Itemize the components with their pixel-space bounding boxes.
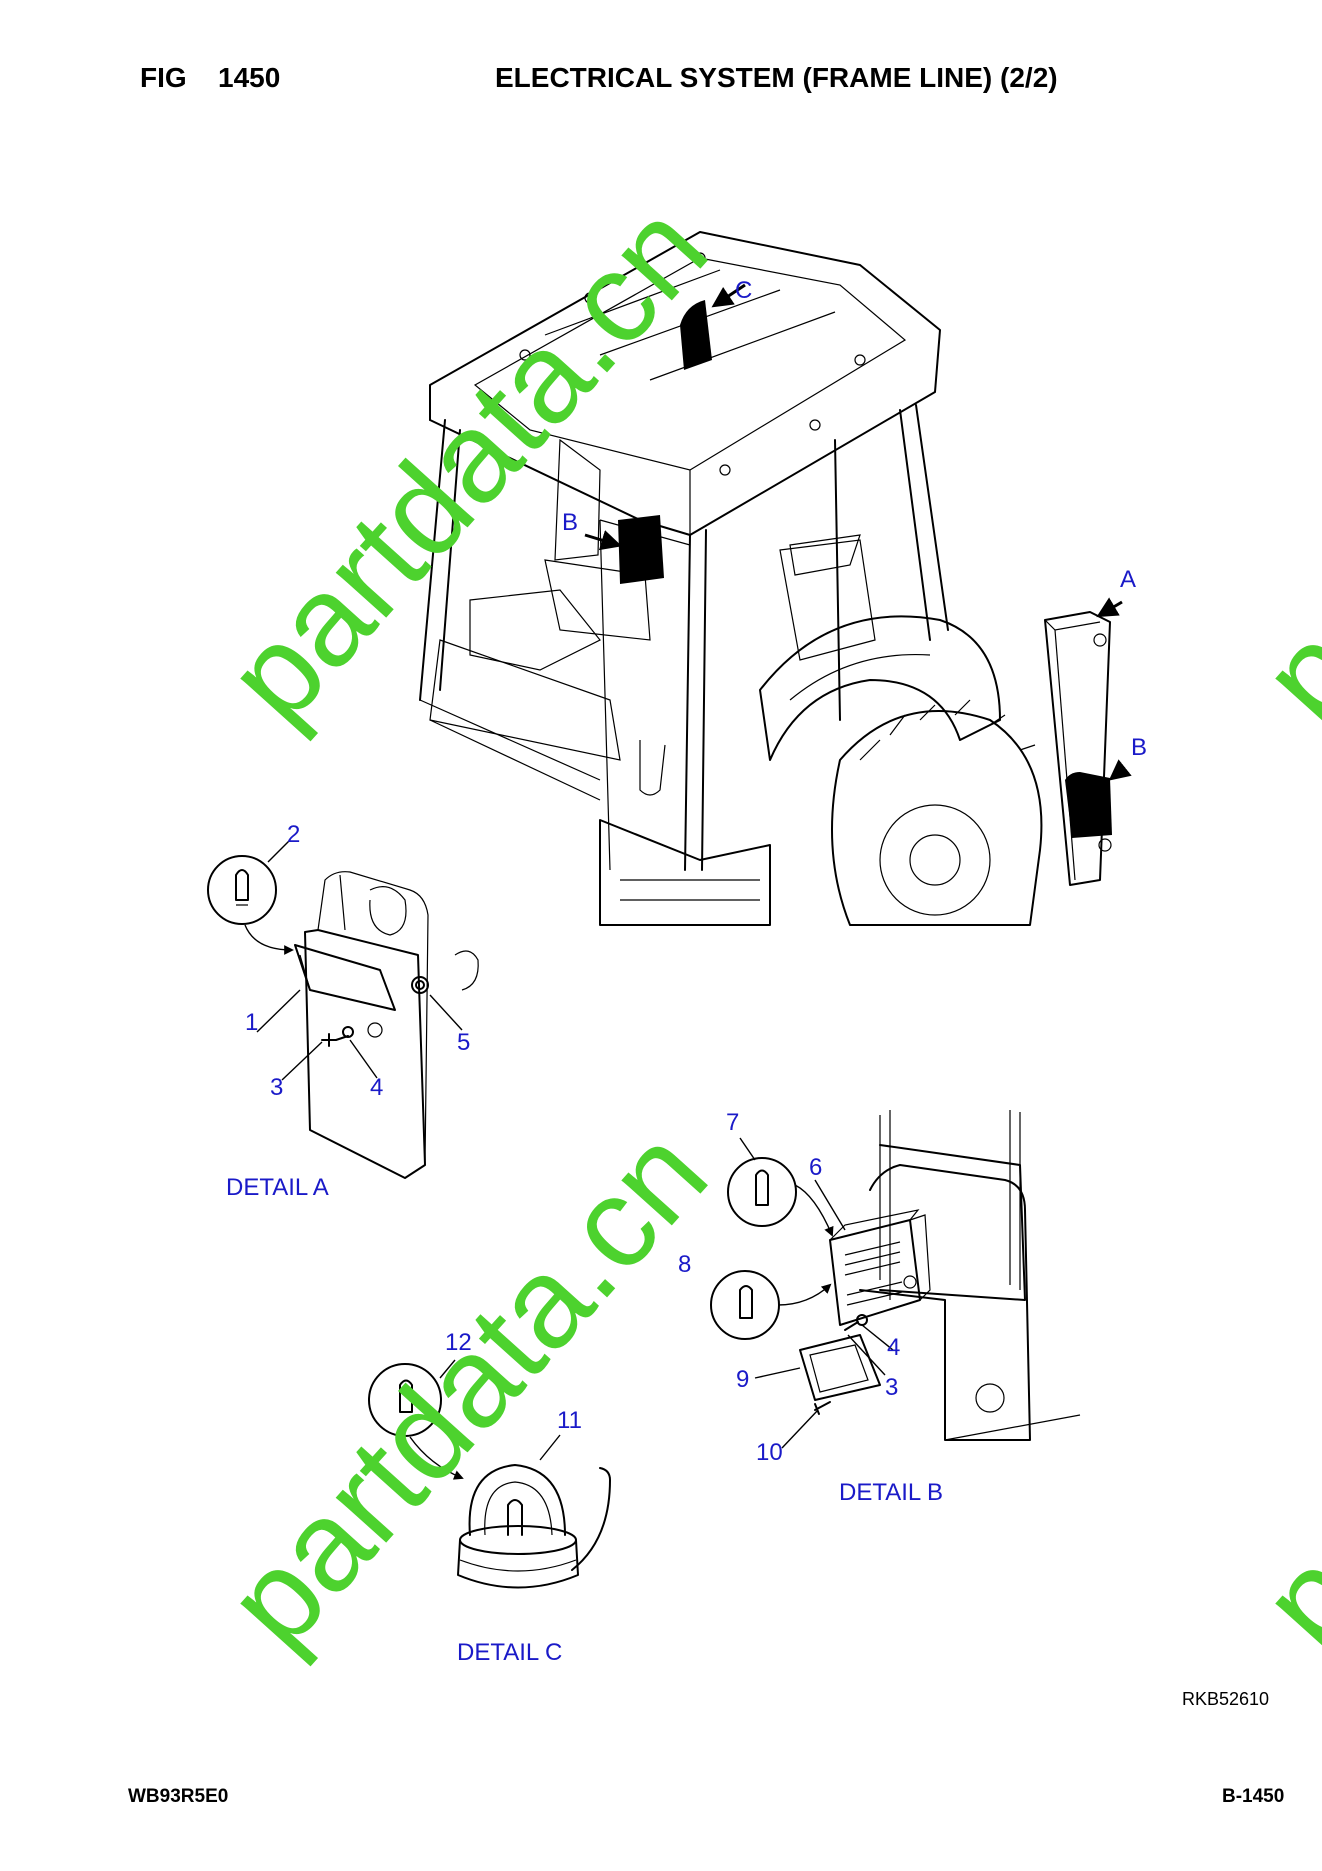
watermark-edge-upper: partdata.cn bbox=[1235, 177, 1322, 749]
callout-1: 1 bbox=[245, 1009, 258, 1036]
callout-b-cab: B bbox=[562, 509, 578, 536]
callout-4-detail-a: 4 bbox=[370, 1074, 383, 1101]
detail-c-illustration bbox=[368, 1359, 611, 1589]
callout-6: 6 bbox=[809, 1154, 822, 1181]
callout-3-detail-a: 3 bbox=[270, 1074, 283, 1101]
detail-b-illustration bbox=[710, 1110, 1081, 1449]
callout-2: 2 bbox=[287, 821, 300, 848]
callout-8: 8 bbox=[678, 1251, 691, 1278]
callout-12: 12 bbox=[445, 1329, 472, 1356]
callout-a: A bbox=[1120, 566, 1136, 593]
detail-c-label: DETAIL C bbox=[457, 1639, 562, 1666]
callout-c: C bbox=[735, 277, 752, 304]
watermark-upper: partdata.cn bbox=[200, 177, 735, 749]
page-number: B-1450 bbox=[1222, 1786, 1285, 1807]
callout-b-frame: B bbox=[1131, 734, 1147, 761]
detail-a-label: DETAIL A bbox=[226, 1174, 329, 1201]
page-title: ELECTRICAL SYSTEM (FRAME LINE) (2/2) bbox=[495, 62, 1058, 93]
callout-5: 5 bbox=[457, 1029, 470, 1056]
fig-number: 1450 bbox=[218, 62, 281, 93]
fig-label: FIG bbox=[140, 62, 187, 93]
model-code: WB93R5E0 bbox=[128, 1786, 229, 1807]
callout-11: 11 bbox=[557, 1407, 582, 1434]
detail-b-label: DETAIL B bbox=[839, 1479, 943, 1506]
callout-7: 7 bbox=[726, 1109, 739, 1136]
callout-3-detail-b: 3 bbox=[885, 1374, 898, 1401]
callout-4-detail-b: 4 bbox=[887, 1334, 900, 1361]
callout-9: 9 bbox=[736, 1366, 749, 1393]
watermark-edge-lower: partdata.cn bbox=[1235, 1102, 1322, 1674]
lamp-grille bbox=[844, 1241, 903, 1306]
callout-10: 10 bbox=[756, 1439, 783, 1466]
detail-a-illustration bbox=[207, 839, 479, 1179]
backhoe-cab-illustration bbox=[419, 231, 1132, 926]
drawing-reference: RKB52610 bbox=[1182, 1689, 1269, 1709]
